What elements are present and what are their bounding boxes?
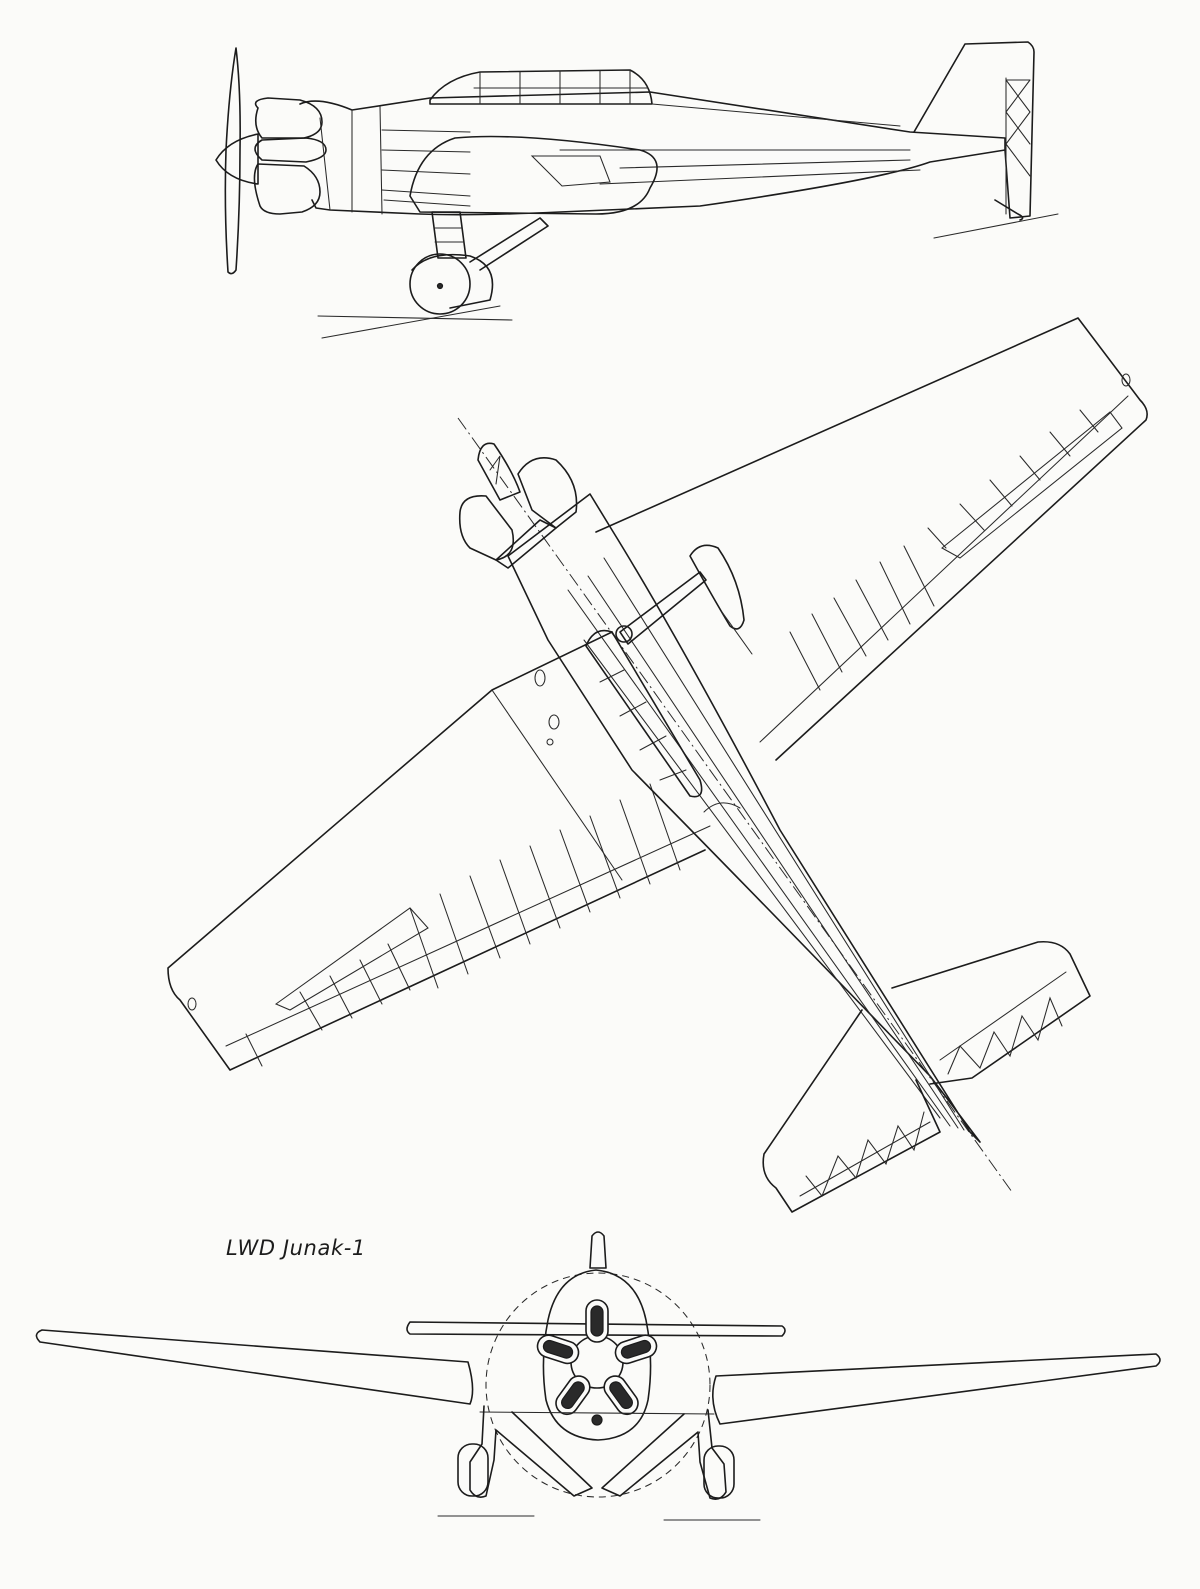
side-fuselage-stringers bbox=[559, 103, 921, 185]
side-spinner bbox=[215, 133, 259, 185]
plan-cockpit-frames bbox=[599, 669, 687, 781]
front-wheel-right bbox=[703, 1445, 735, 1499]
side-wheel-fairing bbox=[411, 253, 494, 309]
side-view bbox=[215, 41, 1059, 339]
plan-left-tip-light bbox=[187, 997, 197, 1011]
plan-right-tip-light bbox=[1121, 373, 1131, 387]
front-gear-right bbox=[601, 1409, 727, 1500]
plan-left-inspection-3 bbox=[546, 738, 554, 746]
front-fin bbox=[589, 1231, 607, 1269]
side-cylinder-lower bbox=[253, 163, 321, 215]
plan-right-aileron bbox=[941, 411, 1123, 559]
plan-cylinder-right bbox=[517, 457, 578, 529]
plan-elevator-right bbox=[939, 971, 1067, 1075]
plan-wheel-right bbox=[689, 544, 745, 630]
side-propeller-blade bbox=[224, 47, 241, 275]
plan-gear-fairing-right bbox=[721, 611, 753, 655]
front-wheel-left bbox=[457, 1443, 489, 1497]
side-cylinder-middle bbox=[254, 137, 327, 163]
side-fin bbox=[913, 41, 1035, 219]
plan-cylinder-left bbox=[458, 495, 515, 561]
side-cowl-line bbox=[319, 117, 331, 211]
plan-fuselage bbox=[507, 493, 981, 1143]
side-firewall-line bbox=[379, 105, 383, 215]
side-aileron bbox=[530, 155, 611, 187]
front-propeller-disc bbox=[485, 1272, 711, 1498]
side-cylinder-upper bbox=[254, 97, 323, 139]
plan-windshield bbox=[703, 802, 741, 813]
drawing-caption: LWD Junak-1 bbox=[226, 1236, 366, 1260]
plan-gear-pivot bbox=[615, 625, 633, 643]
side-ground-angle-line bbox=[321, 305, 501, 339]
plan-cowl-ring bbox=[495, 519, 557, 569]
plan-prop-hub bbox=[489, 455, 501, 485]
side-fuselage-outline bbox=[299, 91, 1006, 216]
plan-left-inspection-2 bbox=[548, 714, 560, 730]
front-wing-center-line bbox=[479, 1411, 715, 1415]
front-tailplane bbox=[406, 1321, 786, 1337]
plan-left-aileron bbox=[274, 907, 429, 1011]
plan-right-flap-line bbox=[759, 395, 1129, 743]
plan-elevator-left bbox=[799, 1111, 931, 1198]
plan-left-ribs bbox=[245, 783, 681, 1067]
plan-tail-left bbox=[762, 1009, 941, 1213]
side-cowl-strakes bbox=[381, 129, 471, 207]
side-tail-ground-line bbox=[933, 213, 1059, 239]
plan-left-inspection-1 bbox=[534, 669, 546, 687]
front-cowling bbox=[542, 1269, 652, 1441]
side-canopy-frames bbox=[473, 69, 649, 105]
front-view bbox=[35, 1231, 1161, 1521]
side-gear-strut bbox=[469, 217, 549, 271]
front-wing-left bbox=[35, 1329, 474, 1405]
plan-left-root-line bbox=[491, 689, 623, 881]
plan-spinner bbox=[477, 442, 521, 501]
plan-cockpit bbox=[585, 629, 703, 798]
front-gear-left bbox=[469, 1405, 593, 1498]
plan-wing-right bbox=[595, 317, 1148, 761]
side-rudder-ribs bbox=[1005, 79, 1031, 177]
plan-wing-left bbox=[167, 631, 706, 1071]
side-gear-leg bbox=[431, 211, 467, 259]
side-ground-line bbox=[317, 315, 513, 321]
plan-tail-right bbox=[891, 940, 1091, 1085]
side-wheel bbox=[409, 253, 471, 315]
side-wing bbox=[409, 135, 658, 215]
plan-fuselage-stringers bbox=[567, 557, 965, 1131]
front-oil-cooler bbox=[591, 1414, 603, 1426]
plan-view bbox=[167, 317, 1148, 1213]
front-wing-right bbox=[712, 1353, 1161, 1425]
side-tailwheel bbox=[994, 199, 1024, 221]
plan-left-flap-line bbox=[225, 825, 711, 1047]
side-gear-leg-bands bbox=[433, 227, 465, 243]
side-wheel-hub bbox=[436, 282, 444, 290]
side-canopy bbox=[429, 69, 653, 105]
plan-gear-leg-right bbox=[619, 571, 707, 645]
plan-right-ribs bbox=[789, 409, 1099, 691]
